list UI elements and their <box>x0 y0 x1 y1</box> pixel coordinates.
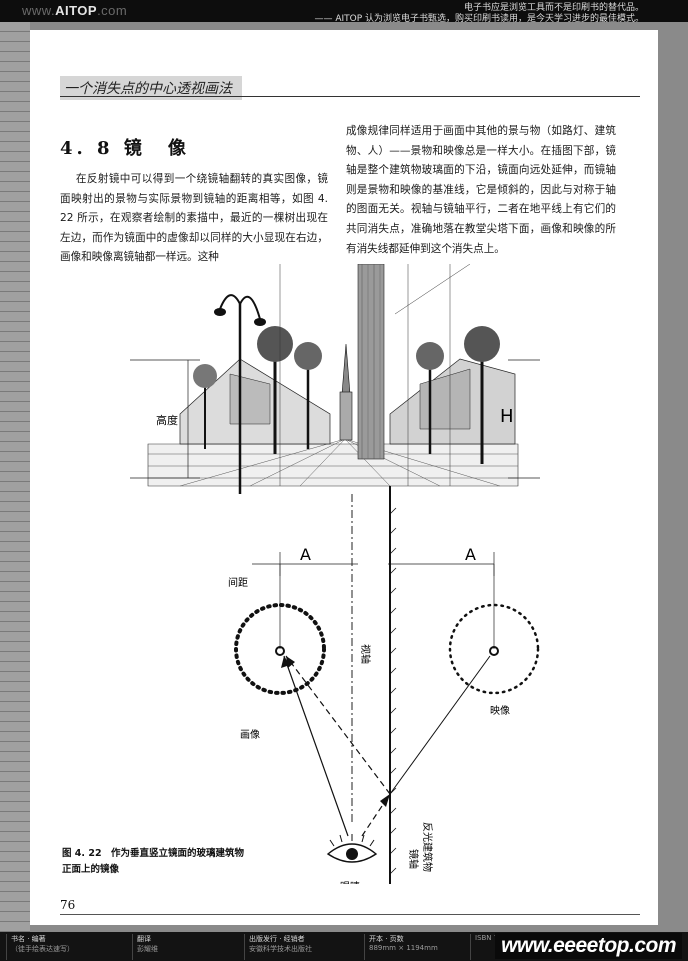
logo-prefix: www. <box>22 3 56 18</box>
spacing-A-right: A <box>465 545 476 564</box>
view-axis-label: 视轴 <box>359 644 372 664</box>
viewer-left-margin <box>0 22 30 932</box>
section-title: 4. 8 镜 像 <box>60 138 190 159</box>
eye-label: 眼睛 <box>340 881 360 884</box>
height-label-right: H <box>500 406 514 427</box>
body-paragraph-right: 成像规律同样适用于画面中其他的景与物（如路灯、建筑物、人）——景物和映像总是一样… <box>346 125 616 255</box>
height-label-left: 高度 <box>156 413 178 427</box>
banner-note-line1: 电子书应是浏览工具而不是印刷书的替代品。 <box>463 3 644 13</box>
mirror-diagram: 高度 H A A 间距 视轴 <box>130 264 540 884</box>
info-col-value: 彭耀维 <box>137 945 158 953</box>
info-col-head: 出版发行 · 经销者 <box>249 935 305 943</box>
info-col-value: 889mm × 1194mm <box>369 944 438 952</box>
figure-caption-line1: 图 4. 22 作为垂直竖立镜面的玻璃建筑物 <box>62 848 245 859</box>
info-col-title: 书名 · 编著 （徒手绘表达速写） <box>6 934 116 960</box>
image-label: 画像 <box>240 729 260 741</box>
book-page: 一个消失点的中心透视画法 4. 8 镜 像 在反射镜中可以得到一个绕镜轴翻转的真… <box>30 30 658 925</box>
watermark-link[interactable]: www.eeeetop.com <box>495 933 682 959</box>
mirror-hatching <box>389 507 397 875</box>
spacing-label: 间距 <box>228 576 248 589</box>
reflective-building-label: 反光建筑物 <box>421 822 434 872</box>
footer-rule <box>60 914 640 915</box>
info-col-head: 翻译 <box>137 935 151 943</box>
info-col-publisher: 出版发行 · 经销者 安徽科学技术出版社 <box>244 934 354 960</box>
info-col-format: 开本 · 页数 889mm × 1194mm <box>364 934 464 960</box>
reflection-label: 映像 <box>490 705 510 717</box>
info-col-translator: 翻译 彭耀维 <box>132 934 232 960</box>
logo-text: AITOP <box>55 3 98 18</box>
logo-suffix: .com <box>97 3 128 18</box>
top-banner: www.AITOP.com 电子书应是浏览工具而不是印刷书的替代品。 —— AI… <box>0 0 688 24</box>
spacing-A-left: A <box>300 545 311 564</box>
figure-caption-line2: 正面上的镜像 <box>62 864 120 875</box>
mirror-axis-label: 镜轴 <box>407 849 420 869</box>
banner-note-line2: —— AITOP 认为浏览电子书甄选，购买印刷书读用，是今天学习进步的最佳模式。 <box>314 14 644 24</box>
eye-icon <box>326 834 378 863</box>
info-col-value: 安徽科学技术出版社 <box>249 945 312 953</box>
header-rule <box>60 96 640 97</box>
page-number: 76 <box>60 898 76 912</box>
info-col-head: 开本 · 页数 <box>369 935 404 943</box>
site-logo[interactable]: www.AITOP.com <box>22 3 127 18</box>
street-sketch <box>147 264 519 494</box>
info-col-value: （徒手绘表达速写） <box>11 945 74 953</box>
info-col-head: 书名 · 编著 <box>11 935 46 943</box>
body-paragraph-left: 在反射镜中可以得到一个绕镜轴翻转的真实图像，镜面映射出的景物与实际景物到镜轴的距… <box>60 173 328 264</box>
